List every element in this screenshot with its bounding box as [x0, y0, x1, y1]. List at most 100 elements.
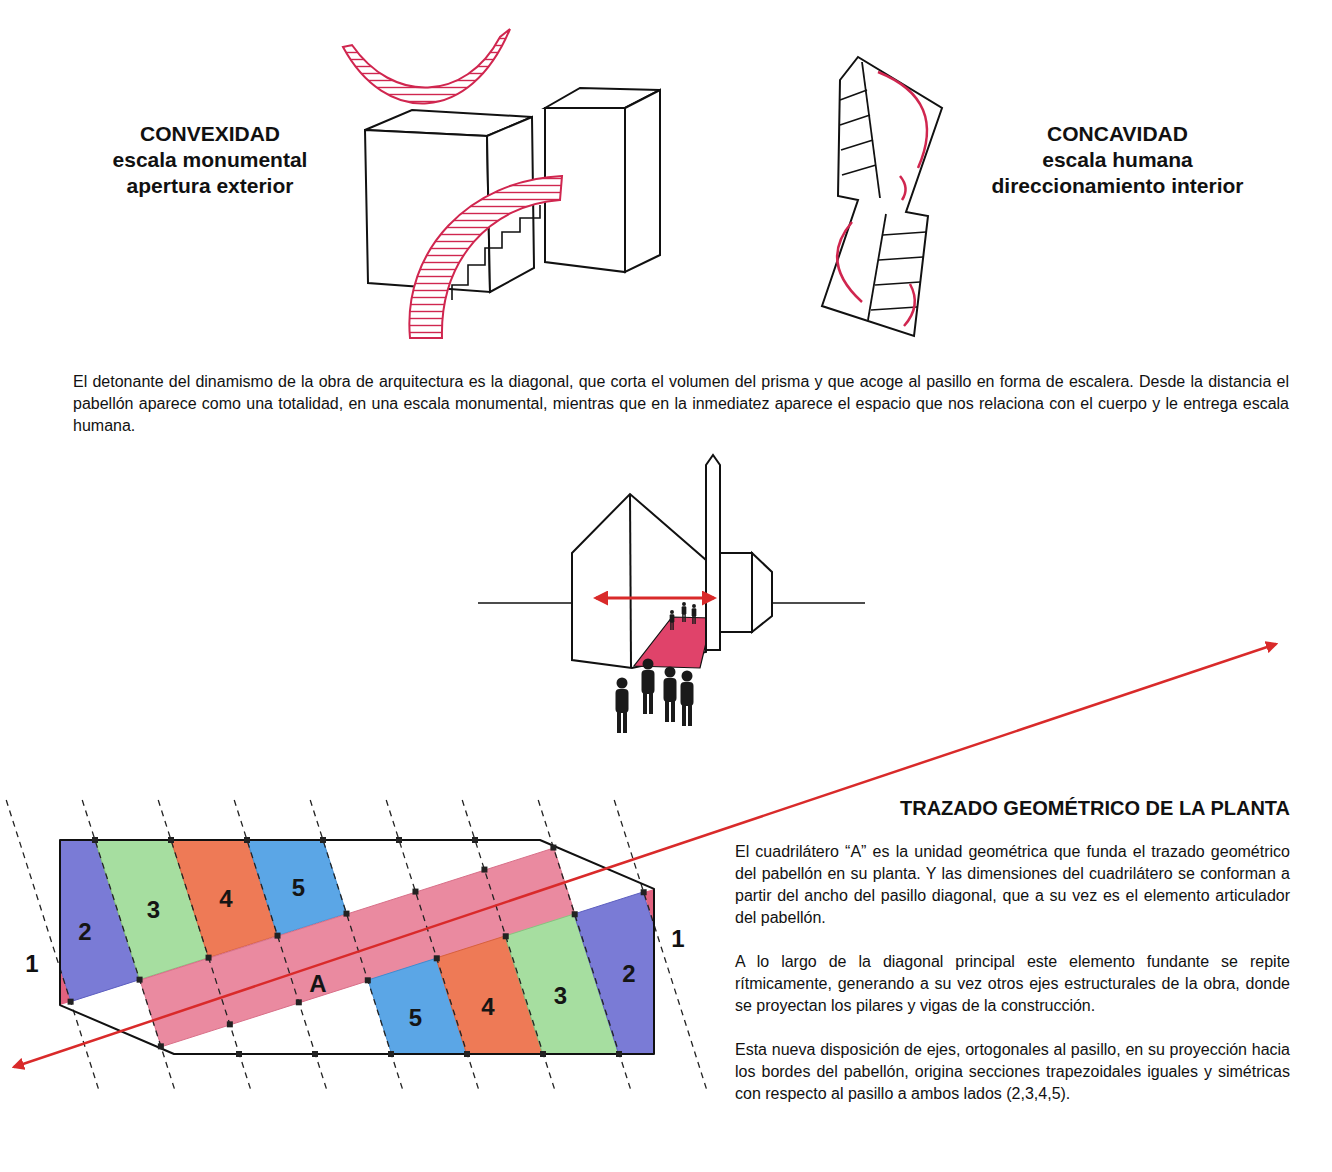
body-paragraph: A lo largo de la diagonal principal este… — [735, 951, 1290, 1017]
stair-rung — [879, 257, 923, 260]
pillar-mark — [312, 1051, 318, 1057]
person-figure — [670, 610, 675, 630]
section-heading: TRAZADO GEOMÉTRICO DE LA PLANTA — [735, 797, 1290, 819]
pavilion-outline — [60, 840, 654, 1054]
pillar-mark — [343, 911, 349, 917]
pillar-mark — [434, 955, 440, 961]
annex-volume — [720, 553, 752, 632]
horizon-line — [772, 602, 865, 604]
label-slot: direccionamiento interior — [960, 173, 1275, 199]
section-number: 2 — [78, 920, 91, 944]
section-number: 1 — [668, 927, 688, 951]
structural-axis — [462, 800, 555, 1092]
pillar-mark — [227, 1021, 233, 1027]
pillar-mark — [388, 1051, 394, 1057]
pillar-mark — [641, 889, 647, 895]
pillar-mark — [472, 837, 478, 843]
structural-axis — [6, 800, 99, 1092]
label-slot: Esta nueva disposición de ejes, ortogona… — [735, 1039, 1290, 1105]
depth-arrow — [596, 597, 714, 600]
label-slot: escala humana — [960, 147, 1275, 173]
corridor-end — [60, 968, 71, 1005]
section-shape — [572, 890, 656, 1056]
person-figure — [664, 667, 677, 723]
stair-ribbon — [409, 176, 562, 338]
structural-axis — [310, 800, 403, 1092]
pillar-mark — [68, 999, 74, 1005]
label-slot: CONCAVIDAD — [960, 121, 1275, 147]
tower — [706, 455, 720, 650]
person-figure — [642, 659, 655, 715]
floating-ribbon — [343, 29, 510, 103]
cube-face — [487, 117, 534, 292]
section-number: 3 — [554, 984, 567, 1008]
body-paragraph: El detonante del dinamismo de la obra de… — [73, 371, 1289, 437]
stair-rung — [840, 90, 867, 100]
label-slot: apertura exterior — [55, 173, 365, 199]
stair-rung — [840, 115, 870, 125]
concept-subheading: apertura exterior — [55, 173, 365, 199]
concave-arc — [878, 72, 927, 168]
section-number: 5 — [409, 1006, 422, 1030]
corridor-end — [643, 889, 654, 926]
label-slot: El detonante del dinamismo de la obra de… — [73, 371, 1289, 437]
section-number: 4 — [219, 887, 232, 911]
concept-heading: CONCAVIDAD — [960, 121, 1275, 147]
person-figure — [616, 678, 629, 734]
pillar-mark — [275, 933, 281, 939]
pillar-mark — [137, 977, 143, 983]
cube-face — [545, 88, 660, 108]
concave-volume — [822, 57, 942, 336]
plan-section: 2 — [572, 890, 656, 1056]
section-number: 5 — [292, 876, 305, 900]
label-slot: 1 — [22, 952, 42, 976]
horizon-line — [478, 602, 572, 604]
pillar-mark — [616, 1051, 622, 1057]
concept-subheading: direccionamiento interior — [960, 173, 1275, 199]
stair-edge — [868, 214, 886, 320]
person-figure — [692, 604, 697, 624]
pillar-mark — [296, 999, 302, 1005]
body-paragraph: Esta nueva disposición de ejes, ortogona… — [735, 1039, 1290, 1105]
stair-rung — [871, 307, 917, 310]
pillar-mark — [412, 889, 418, 895]
section-number: 4 — [481, 995, 494, 1019]
pillar-mark — [550, 845, 556, 851]
label-slot: TRAZADO GEOMÉTRICO DE LA PLANTA — [735, 797, 1290, 819]
structural-axis — [234, 800, 327, 1092]
pillar-mark — [540, 1051, 546, 1057]
pavilion-volume — [572, 494, 706, 668]
pillar-mark — [503, 933, 509, 939]
stair-rung — [883, 232, 926, 235]
structural-axis — [158, 800, 251, 1092]
pillar-mark — [365, 977, 371, 983]
structural-axis — [82, 800, 175, 1092]
pillar-mark — [396, 837, 402, 843]
pillar-mark — [244, 837, 250, 843]
concave-arc — [837, 222, 862, 302]
stair-edge — [862, 62, 880, 198]
concave-arc — [900, 176, 906, 200]
concept-subheading: escala humana — [960, 147, 1275, 173]
pillar-mark — [92, 837, 98, 843]
stair-rung — [842, 165, 876, 175]
plan-linework — [6, 800, 707, 1092]
person-figure — [681, 671, 694, 727]
annex-volume — [752, 553, 772, 632]
label-slot: A lo largo de la diagonal principal este… — [735, 951, 1290, 1017]
pillar-mark — [206, 955, 212, 961]
module-letter: A — [309, 972, 326, 996]
cube-face — [625, 90, 660, 272]
section-fill — [574, 892, 654, 1054]
pillar-mark — [320, 837, 326, 843]
entrance-floor — [634, 617, 712, 668]
cube-face — [365, 110, 532, 136]
pillar-mark — [464, 1051, 470, 1057]
structural-axis — [386, 800, 479, 1092]
pavilion-edge — [630, 494, 631, 668]
people-group — [616, 602, 697, 733]
section-number: 1 — [22, 952, 42, 976]
stair-steps — [452, 205, 540, 300]
